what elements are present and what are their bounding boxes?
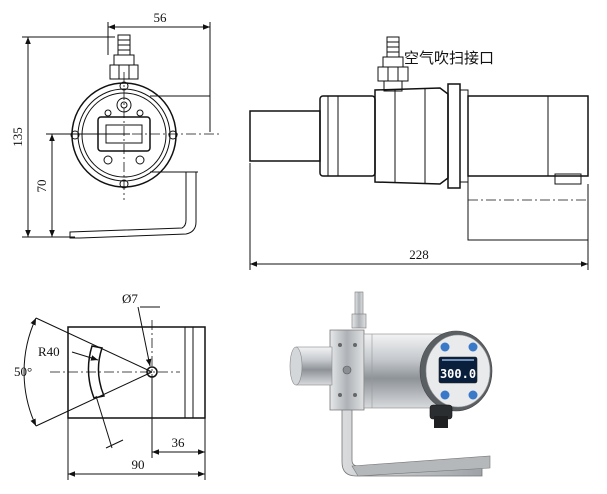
bracket-outline bbox=[467, 176, 589, 241]
bolt bbox=[168, 130, 178, 140]
fitting-nut bbox=[113, 54, 135, 66]
dim-width-90: 90 bbox=[132, 457, 145, 472]
sensor-body bbox=[467, 95, 589, 177]
bracket-foot bbox=[69, 172, 197, 239]
bracket-side bbox=[150, 95, 211, 173]
up-button-icon bbox=[440, 342, 450, 352]
back-button-icon bbox=[468, 390, 478, 400]
housing-body bbox=[374, 87, 449, 185]
dim-radius-r40: R40 bbox=[38, 344, 60, 359]
fitting-hex bbox=[377, 66, 409, 82]
display-screen bbox=[438, 356, 478, 384]
angle-arc bbox=[23, 317, 37, 427]
dim-length-228: 228 bbox=[409, 247, 429, 262]
dim-angle-50: 50° bbox=[14, 364, 32, 379]
angle-line bbox=[35, 371, 153, 427]
hose-barb bbox=[354, 291, 364, 317]
sight-tube bbox=[249, 110, 321, 162]
button-icon bbox=[135, 155, 145, 165]
product-photo: 300.0 bbox=[289, 291, 493, 477]
mount-nut bbox=[447, 83, 461, 189]
dim-offset-36: 36 bbox=[172, 435, 186, 450]
arc-slot bbox=[87, 345, 106, 399]
dim-height-70: 70 bbox=[34, 180, 49, 193]
dim-height-135: 135 bbox=[10, 127, 25, 147]
front-view: 56 135 70 bbox=[10, 10, 222, 239]
label-air-purge-port: 空气吹扫接口 bbox=[404, 49, 494, 67]
cable-connector bbox=[554, 173, 582, 185]
bolt bbox=[70, 130, 80, 140]
dim-width-56: 56 bbox=[154, 10, 168, 25]
display-reading: 300.0 bbox=[440, 367, 476, 381]
down-button-icon bbox=[468, 342, 478, 352]
bracket-view: 50° R40 Ø7 36 90 bbox=[14, 291, 206, 480]
enter-button-icon bbox=[440, 390, 450, 400]
angle-line bbox=[35, 317, 153, 373]
dim-hole-dia: Ø7 bbox=[122, 291, 138, 306]
slot-leader bbox=[95, 395, 113, 449]
side-view: 空气吹扫接口 228 bbox=[249, 36, 589, 270]
button-icon bbox=[103, 155, 113, 165]
